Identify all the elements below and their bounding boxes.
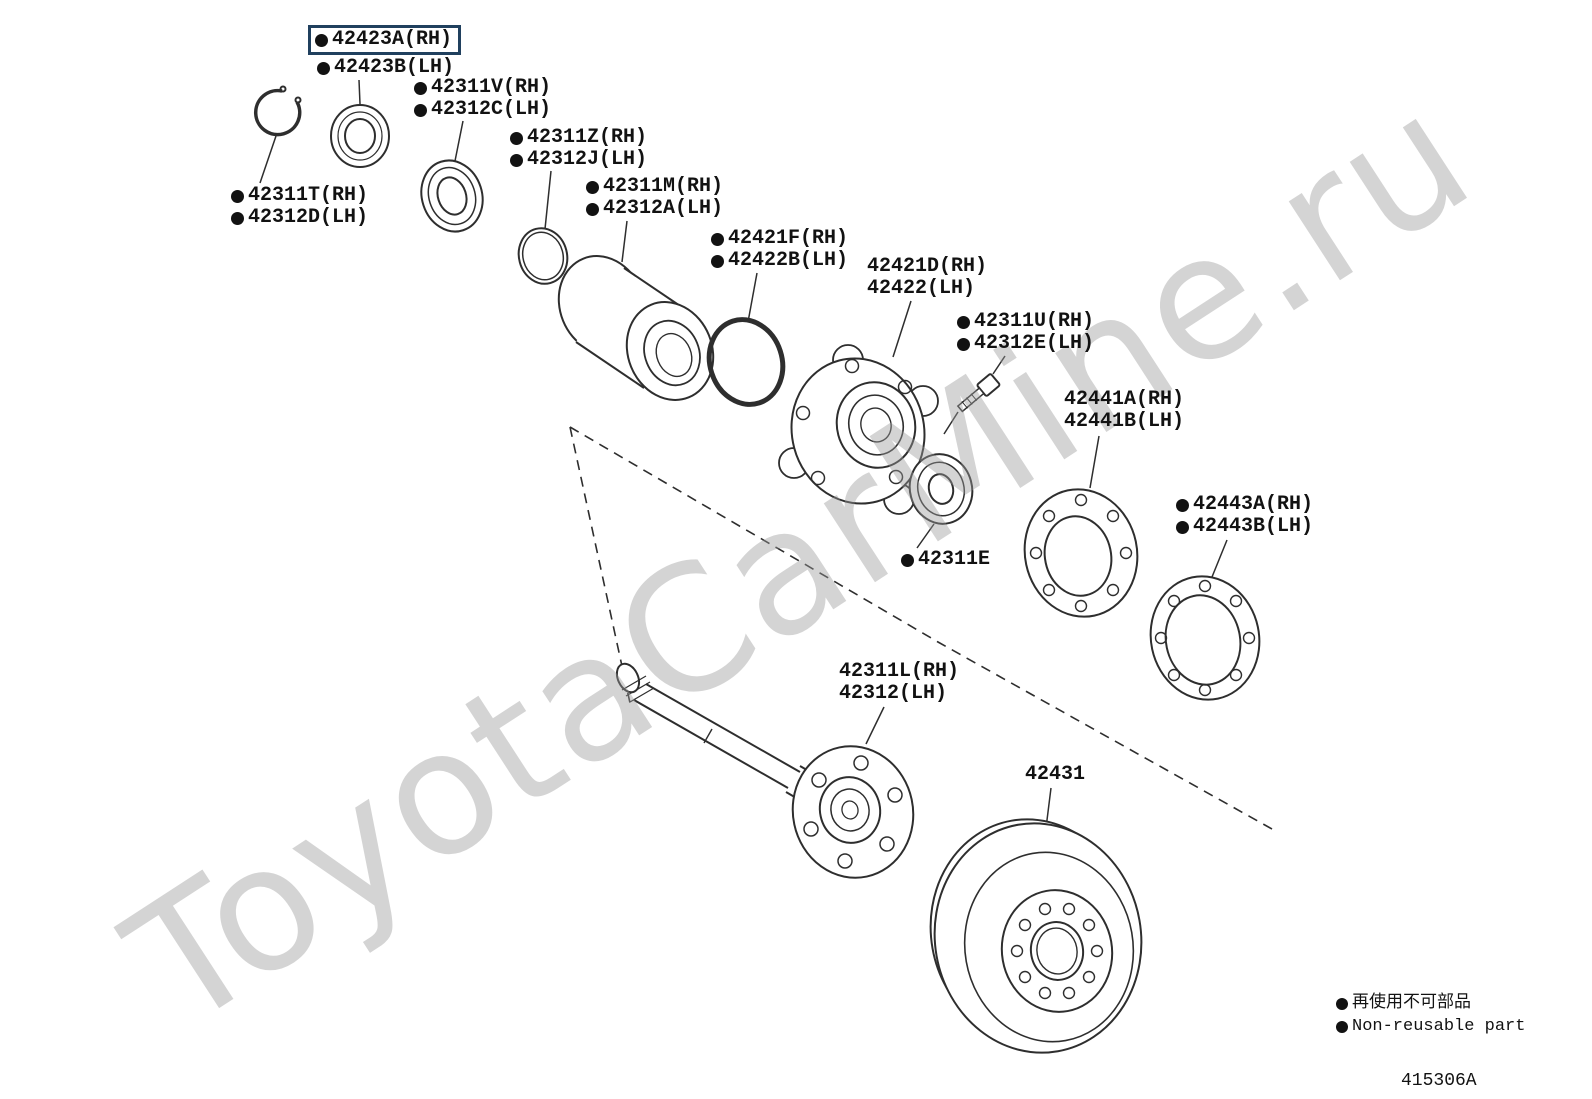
non-reusable-icon: [1176, 498, 1189, 512]
o-ring-drawing: [706, 317, 786, 407]
highlighted-part-box: 42423A(RH): [308, 25, 462, 55]
part-number: 42423B(LH): [334, 56, 455, 79]
non-reusable-icon: [231, 189, 244, 203]
part-number: 42312(LH): [839, 682, 948, 705]
part-number: 42423A(RH): [332, 28, 453, 51]
non-reusable-icon: [414, 81, 427, 95]
part-number: 42422B(LH): [728, 249, 849, 272]
non-reusable-icon: [1336, 1020, 1348, 1033]
part-label-42311e[interactable]: 42311E: [901, 549, 990, 571]
non-reusable-icon: [586, 202, 599, 216]
non-reusable-icon: [711, 232, 724, 246]
hub-bearing-drawing: [330, 104, 390, 168]
part-label-42311l[interactable]: 42311L(RH) 42312(LH): [839, 661, 959, 705]
assembly-dashed-lines: [569, 426, 1273, 830]
brake-rotor-drawing: [929, 818, 1143, 1054]
part-label-42311t[interactable]: 42311T(RH) 42312D(LH): [231, 185, 368, 229]
part-number: 42441A(RH): [1064, 388, 1185, 411]
part-label-42311z[interactable]: 42311Z(RH) 42312J(LH): [510, 127, 647, 171]
part-number: 42311L(RH): [839, 660, 960, 683]
spacer-ring-drawing: [517, 227, 569, 285]
legend-text-en: Non-reusable part: [1352, 1017, 1526, 1036]
non-reusable-icon: [1336, 997, 1348, 1010]
snap-ring-drawing: [253, 85, 302, 137]
non-reusable-icon: [711, 254, 724, 268]
legend: 再使用不可部品 Non-reusable part: [1336, 992, 1525, 1038]
non-reusable-icon: [1176, 520, 1189, 534]
figure-code: 415306A: [1401, 1071, 1477, 1091]
non-reusable-icon: [317, 61, 330, 75]
non-reusable-icon: [957, 337, 970, 351]
non-reusable-icon: [231, 211, 244, 225]
part-number: 42312E(LH): [974, 332, 1095, 355]
non-reusable-icon: [510, 131, 523, 145]
retainer-plate-drawing: [1023, 488, 1139, 618]
part-label-42431[interactable]: 42431: [1025, 764, 1085, 786]
part-number: 42312D(LH): [248, 206, 369, 229]
part-label-42421f[interactable]: 42421F(RH) 42422B(LH): [711, 228, 848, 272]
part-number: 42421D(RH): [867, 255, 988, 278]
part-number: 42311M(RH): [603, 175, 724, 198]
part-number: 42443B(LH): [1193, 515, 1314, 538]
part-number: 42312A(LH): [603, 197, 724, 220]
hub-bolt-drawing: [956, 373, 1001, 413]
oil-seal-drawing: [420, 159, 484, 233]
part-number: 42311T(RH): [248, 184, 369, 207]
part-number: 42431: [1025, 763, 1086, 786]
non-reusable-icon: [586, 180, 599, 194]
part-number: 42311Z(RH): [527, 126, 648, 149]
part-number: 42312C(LH): [431, 98, 552, 121]
part-label-42443[interactable]: 42443A(RH) 42443B(LH): [1176, 494, 1313, 538]
legend-text-jp: 再使用不可部品: [1352, 994, 1471, 1013]
part-number: 42311E: [918, 548, 991, 571]
part-number: 42441B(LH): [1064, 410, 1185, 433]
part-label-42421d[interactable]: 42421D(RH) 42422(LH): [867, 256, 987, 300]
leader-lines: [259, 79, 1228, 829]
part-number: 42311U(RH): [974, 310, 1095, 333]
part-label-42311u[interactable]: 42311U(RH) 42312E(LH): [957, 311, 1094, 355]
part-label-42441[interactable]: 42441A(RH) 42441B(LH): [1064, 389, 1184, 433]
part-number: 42421F(RH): [728, 227, 849, 250]
part-number: 42312J(LH): [527, 148, 648, 171]
gasket-plate-drawing: [1149, 575, 1261, 701]
axle-shaft-drawing: [615, 662, 915, 879]
non-reusable-icon: [510, 153, 523, 167]
axle-hub-drawing: [778, 344, 939, 515]
non-reusable-icon: [901, 553, 914, 567]
inner-seal-drawing: [908, 453, 974, 525]
part-number: 42311V(RH): [431, 76, 552, 99]
part-label-42311v[interactable]: 42311V(RH) 42312C(LH): [414, 77, 551, 121]
part-number: 42422(LH): [867, 277, 976, 300]
part-number: 42443A(RH): [1193, 493, 1314, 516]
non-reusable-icon: [315, 33, 328, 47]
part-label-42423[interactable]: 42423A(RH) 42423B(LH): [308, 25, 462, 79]
axle-bearing-drawing: [557, 255, 715, 401]
non-reusable-icon: [414, 103, 427, 117]
part-label-42311m[interactable]: 42311M(RH) 42312A(LH): [586, 176, 723, 220]
non-reusable-icon: [957, 315, 970, 329]
